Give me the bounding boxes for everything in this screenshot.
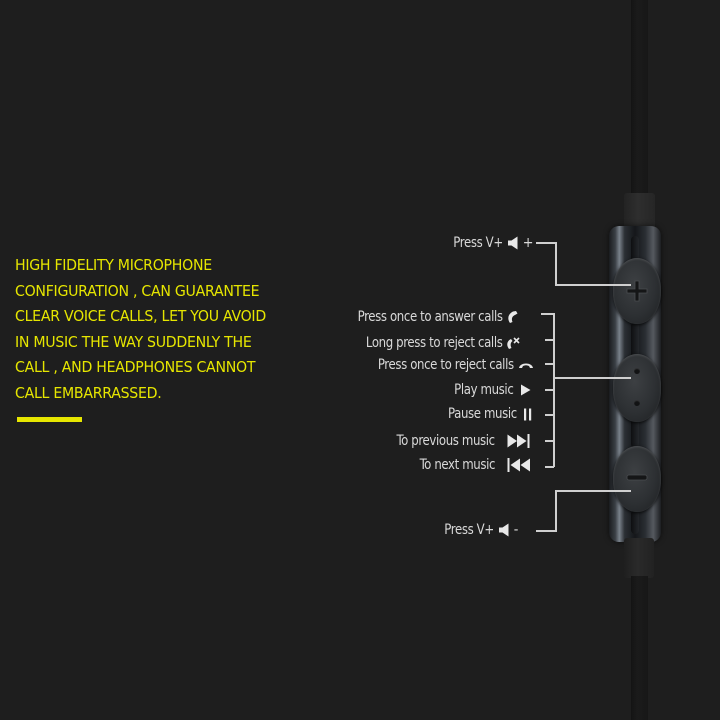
phone-hangup-icon (518, 360, 534, 370)
description-line: CALL , AND HEADPHONES CANNOT (15, 358, 256, 377)
speaker-icon (498, 523, 510, 537)
connector-tick (545, 414, 554, 416)
remote-top-collar (624, 193, 655, 229)
label-pause-music: Pause music (442, 405, 533, 423)
remote-groove (631, 510, 639, 534)
connector-line (555, 490, 631, 492)
connector-line (555, 490, 557, 531)
label-text: To previous music (396, 433, 496, 449)
minus-icon (626, 474, 648, 481)
label-text: Press V+ (444, 522, 494, 538)
volume-down-button[interactable] (613, 446, 661, 512)
remote-groove (631, 418, 639, 448)
remote-bottom-collar (624, 538, 654, 578)
label-long-reject: Long press to reject calls (354, 334, 520, 352)
label-text: To next music (419, 457, 495, 473)
label-next-music: To next music (413, 456, 531, 474)
description-line: IN MUSIC THE WAY SUDDENLY THE (15, 332, 252, 351)
label-volume-down: Press V+ - (440, 521, 518, 539)
label-reject-call: Press once to reject calls (366, 356, 534, 374)
connector-tick (545, 339, 554, 341)
remote-groove (631, 322, 639, 360)
description-line: CALL EMBARRASSED. (15, 383, 162, 402)
plus-symbol: + (522, 235, 534, 251)
connector-tick (545, 389, 554, 391)
connector-line (555, 242, 557, 285)
connector-tick (545, 363, 554, 365)
connector-line (555, 284, 631, 286)
volume-up-button[interactable] (613, 258, 661, 324)
dot-icon (634, 400, 640, 406)
multi-function-button[interactable] (613, 354, 661, 422)
connector-tick (545, 466, 554, 468)
label-text: Play music (453, 382, 514, 398)
phone-answer-icon (507, 310, 520, 324)
plus-icon (626, 280, 648, 302)
connector-line (553, 377, 631, 379)
connector-tick (545, 440, 554, 442)
label-play-music: Play music (449, 381, 531, 399)
skip-forward-icon (507, 434, 531, 448)
label-text: Long press to reject calls (365, 335, 502, 351)
label-previous-music: To previous music (388, 432, 531, 450)
cable-top (631, 0, 648, 200)
pause-icon (523, 408, 533, 421)
connector-tick (541, 313, 554, 315)
label-answer-call: Press once to answer calls (345, 308, 520, 326)
feature-description: HIGH FIDELITY MICROPHONE CONFIGURATION ,… (15, 253, 294, 407)
skip-back-icon (507, 458, 531, 472)
play-icon (520, 384, 531, 396)
label-text: Press once to answer calls (357, 309, 503, 325)
accent-underline-bar (17, 417, 82, 422)
description-line: HIGH FIDELITY MICROPHONE (15, 256, 212, 274)
label-volume-up: Press V+ + (449, 234, 533, 252)
connector-line (536, 242, 556, 244)
cable-bottom (631, 576, 648, 720)
phone-reject-icon (506, 336, 520, 350)
connector-line (536, 530, 557, 532)
minus-symbol: - (513, 522, 519, 538)
label-text: Press once to reject calls (378, 357, 514, 373)
label-text: Press V+ (453, 235, 503, 251)
label-text: Pause music (448, 406, 517, 422)
description-line: CLEAR VOICE CALLS, LET YOU AVOID (15, 307, 266, 326)
remote-groove (631, 236, 639, 264)
description-line: CONFIGURATION , CAN GUARANTEE (15, 281, 260, 300)
speaker-icon (507, 236, 519, 250)
dot-icon (634, 368, 640, 374)
